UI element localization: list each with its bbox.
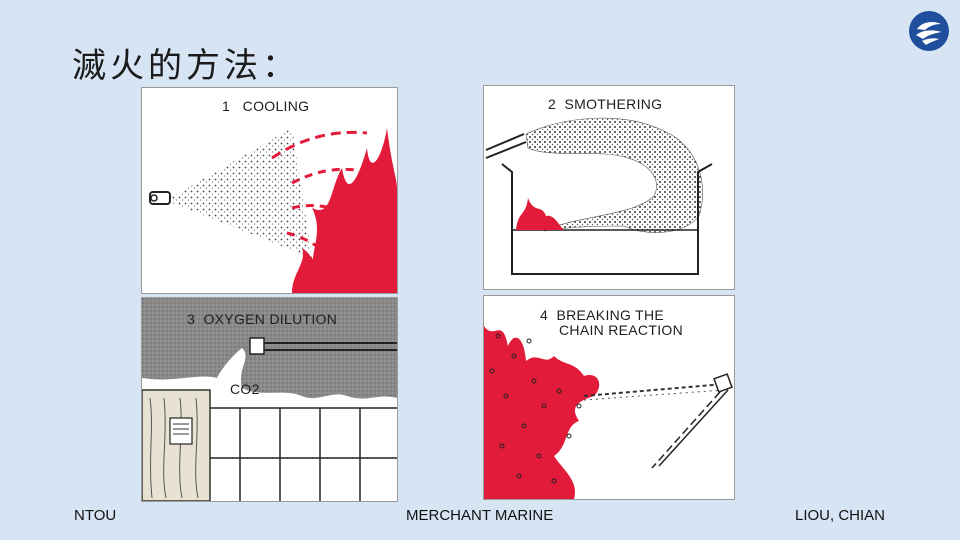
panel-oxygen-dilution: 3 OXYGEN DILUTION CO2 — [141, 297, 398, 502]
panel-3-number: 3 — [187, 311, 196, 327]
school-emblem-icon — [909, 11, 949, 51]
smothering-illustration — [485, 117, 713, 275]
panel-4-title-line2: CHAIN REACTION — [559, 322, 683, 338]
footer-right: LIOU, CHIAN — [795, 507, 886, 524]
oxygen-dilution-illustration — [142, 298, 397, 501]
panel-4-label: 4 BREAKING THE — [540, 308, 664, 323]
panel-breaking-chain-reaction: 4 BREAKING THE CHAIN REACTION — [483, 295, 735, 500]
panel-cooling: 1 COOLING — [141, 87, 398, 294]
chain-reaction-illustration — [484, 326, 733, 499]
footer-center: MERCHANT MARINE — [406, 507, 554, 524]
cooling-illustration — [149, 128, 397, 293]
panel-2-number: 2 — [548, 96, 557, 112]
footer-left: NTOU — [74, 507, 117, 524]
panel-smothering: 2 SMOTHERING — [483, 85, 735, 290]
panel-4-title-line1: BREAKING THE — [556, 307, 665, 323]
panel-3-title: OXYGEN DILUTION — [203, 311, 338, 327]
panel-2-label: 2 SMOTHERING — [548, 97, 662, 112]
panel-3-label: 3 OXYGEN DILUTION — [187, 312, 337, 327]
panel-1-number: 1 — [222, 98, 231, 114]
panel-4-number: 4 — [540, 307, 549, 323]
co2-annotation: CO2 — [230, 381, 260, 397]
panel-1-title: COOLING — [242, 98, 310, 114]
panel-1-label: 1 COOLING — [222, 99, 309, 114]
panel-2-title: SMOTHERING — [564, 96, 663, 112]
slide-title: 滅火的方法： — [72, 46, 300, 86]
